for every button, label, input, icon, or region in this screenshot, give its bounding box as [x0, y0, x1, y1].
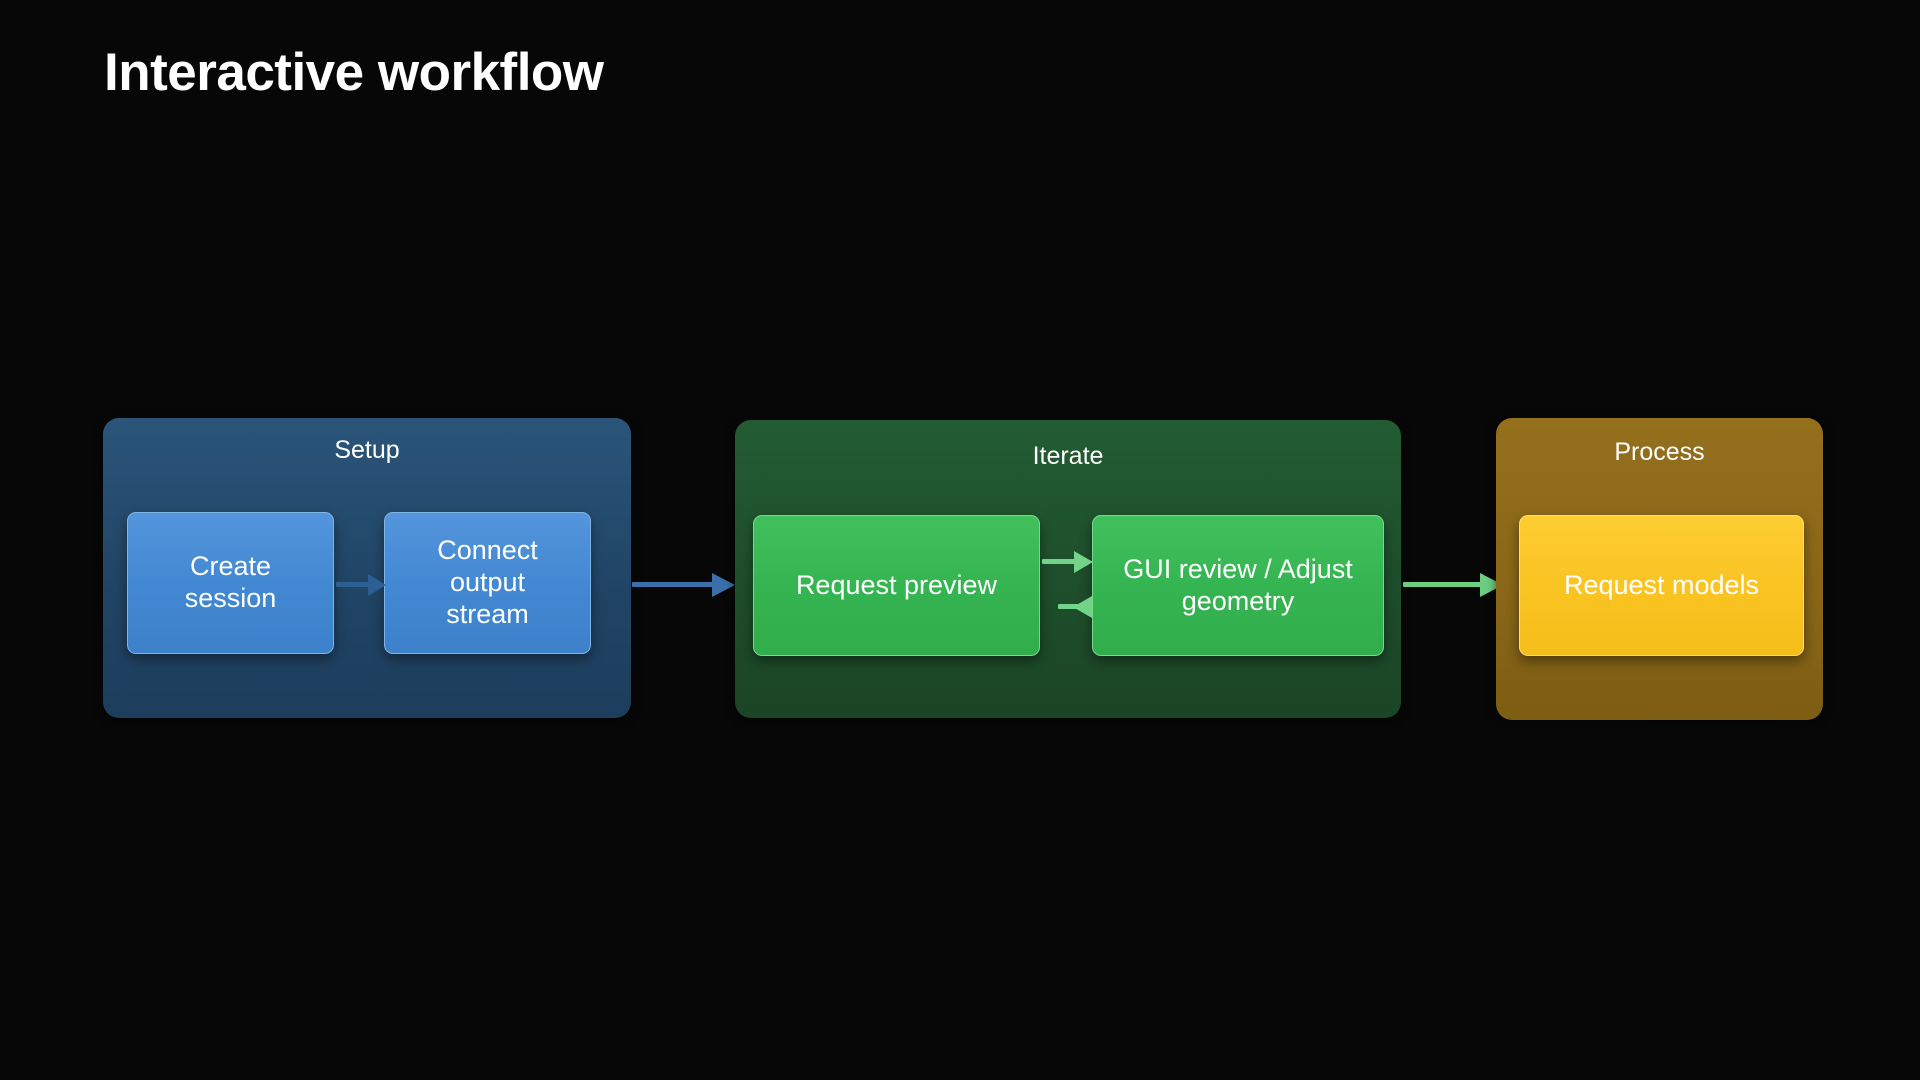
arrow-line [1058, 604, 1092, 609]
arrow-line [632, 582, 715, 587]
node-gui-review-adjust-geometry[interactable]: GUI review / Adjust geometry [1092, 515, 1384, 656]
arrow-iterate-to-process [1403, 573, 1507, 597]
page-title: Interactive workflow [104, 43, 604, 102]
arrow-line [336, 582, 370, 587]
arrow-line [1042, 559, 1076, 564]
node-request-preview[interactable]: Request preview [753, 515, 1040, 656]
node-request-models[interactable]: Request models [1519, 515, 1804, 656]
arrow-gui-review-to-request-preview [1040, 596, 1092, 618]
arrow-line [1403, 582, 1483, 587]
arrow-create-session-to-connect-output-stream [336, 574, 386, 596]
arrow-head-icon [712, 573, 735, 597]
arrow-request-preview-to-gui-review [1042, 551, 1094, 573]
cluster-process-label: Process [1614, 438, 1705, 466]
arrow-head-icon [368, 574, 386, 596]
cluster-setup-label: Setup [334, 436, 400, 464]
arrow-head-icon [1074, 551, 1093, 573]
cluster-iterate-label: Iterate [1032, 442, 1104, 470]
node-connect-output-stream[interactable]: Connect output stream [384, 512, 591, 654]
arrow-setup-to-iterate [632, 573, 736, 597]
node-create-session[interactable]: Create session [127, 512, 334, 654]
